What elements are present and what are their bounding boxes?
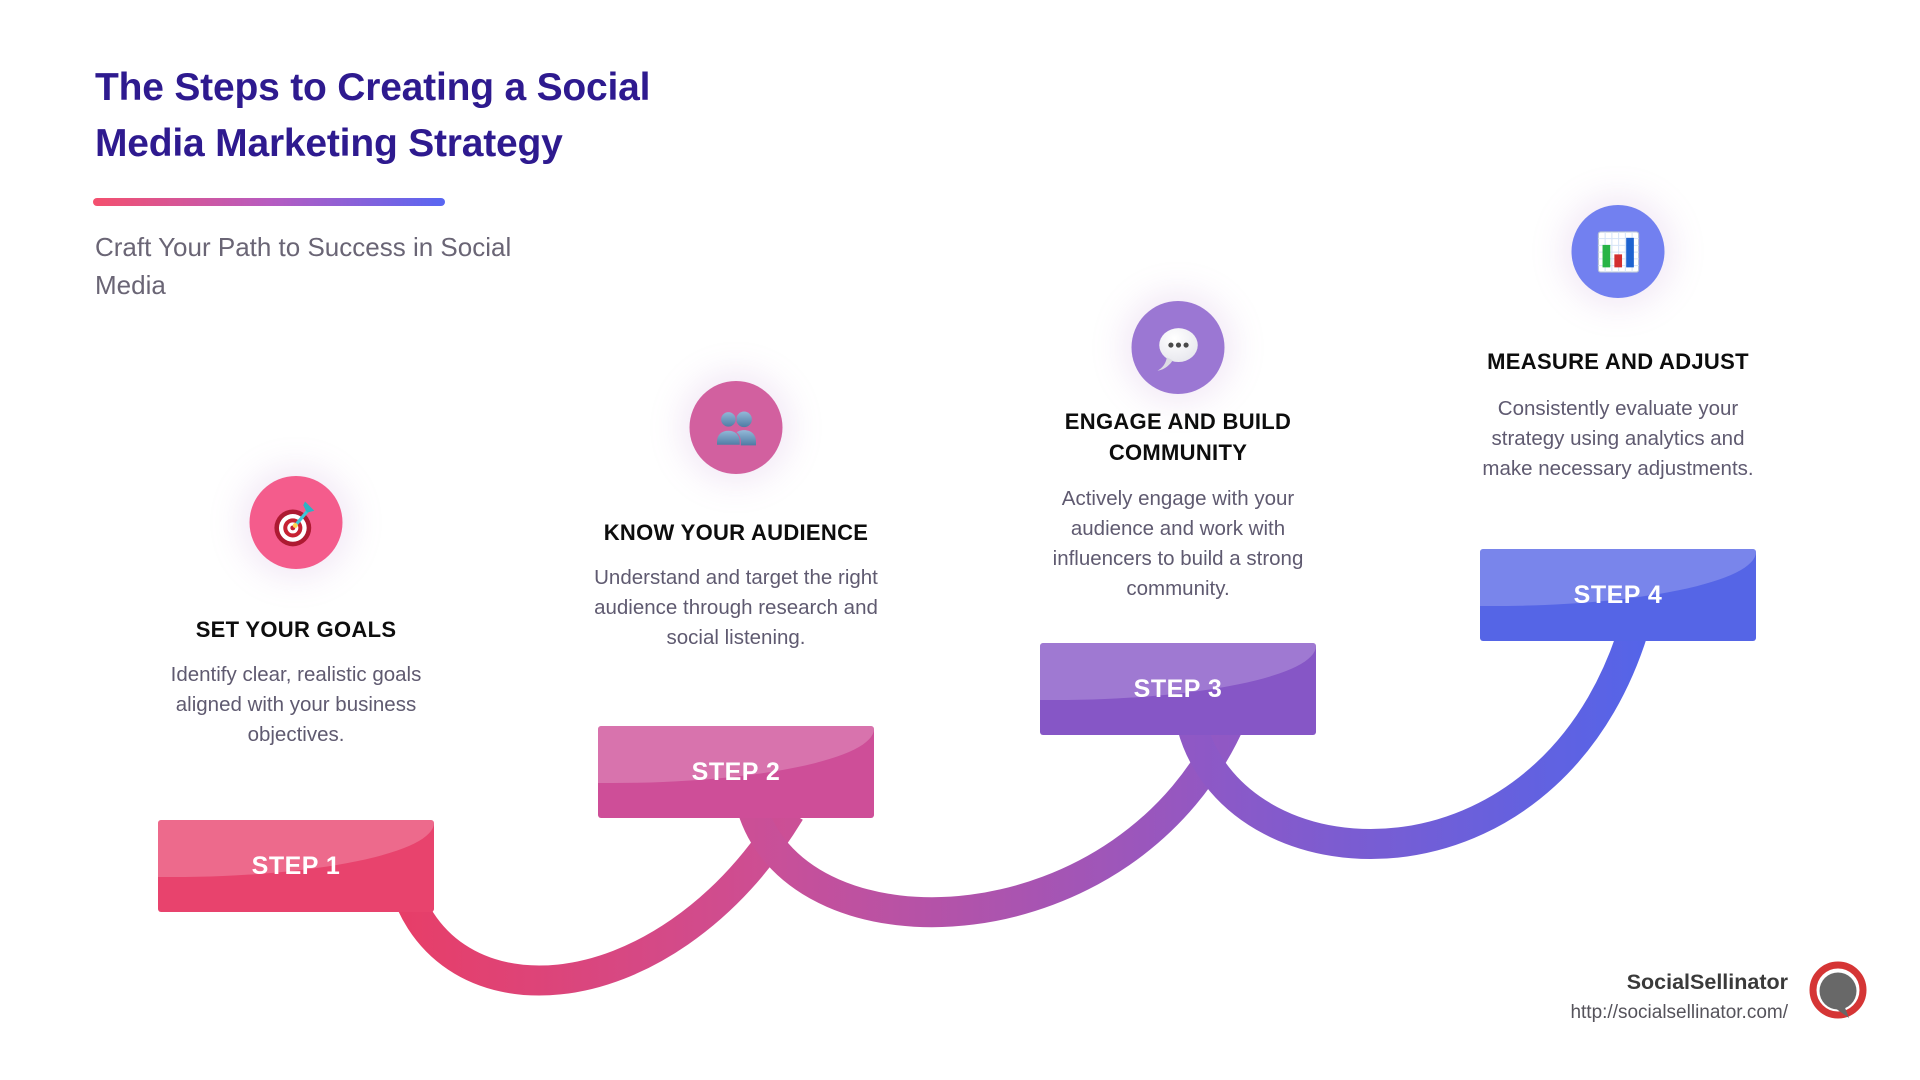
step-4-icon-circle <box>1571 205 1665 298</box>
step-4-heading: MEASURE AND ADJUST <box>1487 349 1749 374</box>
step-2-description: Understand and target the right audience… <box>594 566 878 649</box>
title-underline-accent <box>93 198 445 206</box>
step-1-banner-label: STEP 1 <box>251 851 341 880</box>
step-2-icon-circle <box>689 381 783 474</box>
step-1-icon-circle <box>249 476 343 569</box>
connector-step1-step2 <box>385 804 803 996</box>
bar-chart-icon <box>1597 230 1639 273</box>
dartboard-icon <box>273 501 314 546</box>
page-title-line1: The Steps to Creating a Social <box>95 66 651 109</box>
step-2-banner: STEP 2 <box>598 726 874 818</box>
page-subtitle: Craft Your Path to Success in Social Med… <box>95 232 512 300</box>
step-4-column: MEASURE AND ADJUST Consistently evaluate… <box>1458 0 1778 1080</box>
brand-name: SocialSellinator <box>1626 970 1788 994</box>
step-3-description: Actively engage with your audience and w… <box>1052 487 1304 600</box>
people-icon <box>715 410 756 446</box>
brand-url: http://socialsellinator.com/ <box>1570 1002 1788 1023</box>
connector-step3-step4 <box>1177 603 1655 859</box>
page-title-line2: Media Marketing Strategy <box>95 122 563 165</box>
brand-logo-icon <box>1809 961 1867 1019</box>
step-4-description: Consistently evaluate your strategy usin… <box>1482 397 1754 480</box>
connector-step2-step3 <box>737 711 1246 928</box>
step-1-column: SET YOUR GOALS Identify clear, realistic… <box>136 0 456 1080</box>
step-2-banner-label: STEP 2 <box>691 757 781 786</box>
step-3-banner: STEP 3 <box>1040 643 1316 735</box>
speech-bubble-icon <box>1157 327 1198 371</box>
step-1-description: Identify clear, realistic goals aligned … <box>170 663 422 746</box>
step-2-heading: KNOW YOUR AUDIENCE <box>603 520 869 545</box>
step-3-column: ENGAGE AND BUILD COMMUNITY Actively enga… <box>1018 0 1338 1080</box>
page-title: The Steps to Creating a Social Media Mar… <box>95 60 650 172</box>
step-1-heading: SET YOUR GOALS <box>195 617 397 642</box>
step-4-banner: STEP 4 <box>1480 549 1756 641</box>
step-3-heading: ENGAGE AND BUILD COMMUNITY <box>1064 409 1292 465</box>
step-3-banner-label: STEP 3 <box>1133 674 1223 703</box>
step-3-icon-circle <box>1131 301 1225 394</box>
footer-brand-block: SocialSellinator http://socialsellinator… <box>1570 970 1788 1024</box>
step-2-column: KNOW YOUR AUDIENCE Understand and target… <box>576 0 896 1080</box>
step-1-banner: STEP 1 <box>158 820 434 912</box>
step-4-banner-label: STEP 4 <box>1573 580 1663 609</box>
